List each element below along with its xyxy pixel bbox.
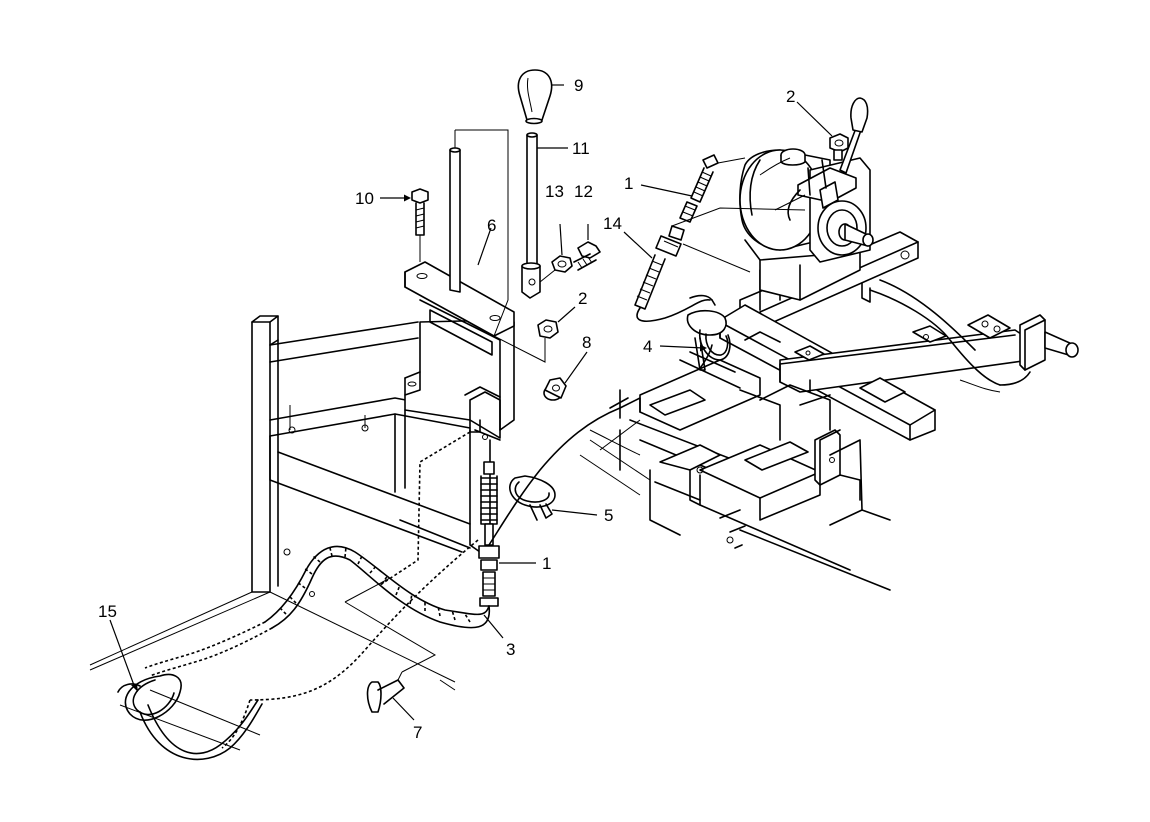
callout-15: 15 <box>98 602 117 621</box>
control-valve-assembly <box>739 97 874 301</box>
cable-clip-15 <box>117 673 263 761</box>
left-frame <box>89 315 471 751</box>
leader-arrowheads <box>131 194 707 692</box>
callout-1-upper: 1 <box>624 174 633 193</box>
control-cable-upper <box>634 154 806 322</box>
nut-2-left <box>491 319 559 363</box>
cable-clamp-4 <box>679 309 741 389</box>
callout-4: 4 <box>643 337 652 356</box>
callout-5: 5 <box>604 506 613 525</box>
callout-10: 10 <box>355 189 374 208</box>
leader-lines <box>109 84 833 721</box>
lever-rods <box>449 69 553 337</box>
callout-3: 3 <box>506 640 515 659</box>
corrugated-conduit <box>144 431 491 701</box>
callout-2-lower: 2 <box>578 289 587 308</box>
callout-13: 13 <box>545 182 564 201</box>
mounting-bracket <box>404 261 515 553</box>
bolt-12-nut-13 <box>539 241 601 283</box>
callout-2-upper: 2 <box>786 87 795 106</box>
callout-11: 11 <box>572 139 590 158</box>
bolt-10 <box>411 188 429 262</box>
callout-8: 8 <box>582 333 591 352</box>
push-rivet-7 <box>344 577 437 713</box>
callout-9: 9 <box>574 76 583 95</box>
callout-6: 6 <box>487 216 496 235</box>
callout-12: 12 <box>574 182 593 201</box>
callout-1-lower: 1 <box>542 554 551 573</box>
control-cable-lower <box>478 461 500 607</box>
callout-7: 7 <box>413 723 422 742</box>
callout-14: 14 <box>603 214 622 233</box>
flange-nut-8 <box>543 377 567 401</box>
callout-labels: 9 11 10 6 13 12 14 1 2 2 8 4 5 1 3 7 15 <box>98 76 795 742</box>
cable-clip-5 <box>509 475 556 521</box>
cable-run <box>488 344 713 546</box>
